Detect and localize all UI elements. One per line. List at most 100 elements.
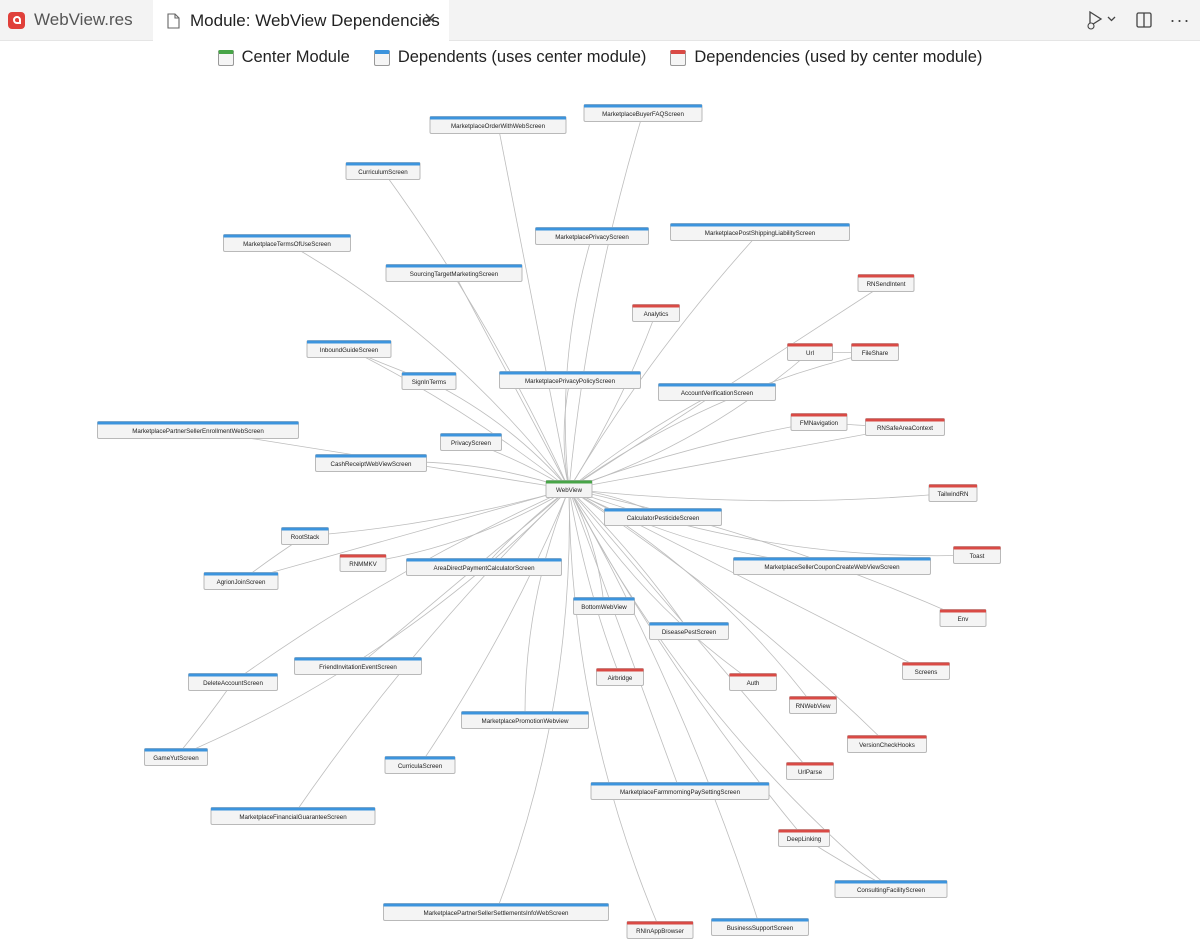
- graph-node-analytics[interactable]: Analytics: [632, 304, 680, 322]
- run-debug-button[interactable]: [1082, 8, 1120, 32]
- node-label: FMNavigation: [800, 420, 839, 427]
- node-label: DeepLinking: [787, 836, 822, 843]
- graph-node-rnweb-view[interactable]: RNWebView: [789, 696, 837, 714]
- graph-node-url[interactable]: Url: [787, 343, 833, 361]
- dependency-edge: [568, 231, 761, 490]
- graph-node-rnsend-intent[interactable]: RNSendIntent: [857, 274, 915, 292]
- graph-node-deep-linking[interactable]: DeepLinking: [778, 829, 830, 847]
- node-type-bar: [499, 371, 641, 375]
- graph-node-disease-pest-screen[interactable]: DiseasePestScreen: [649, 622, 729, 640]
- node-type-bar: [733, 557, 931, 561]
- dependency-edge: [568, 488, 964, 619]
- graph-node-version-check-hooks[interactable]: VersionCheckHooks: [847, 735, 927, 753]
- node-type-bar: [851, 343, 899, 347]
- graph-node-screens[interactable]: Screens: [902, 662, 950, 680]
- graph-node-curriculum-screen[interactable]: CurriculumScreen: [345, 162, 421, 180]
- graph-node-fmnavigation[interactable]: FMNavigation: [790, 413, 848, 431]
- graph-node-toast[interactable]: Toast: [953, 546, 1001, 564]
- split-editor-button[interactable]: [1132, 8, 1156, 32]
- graph-node-marketplace-farmmorning-pay-setting-screen[interactable]: MarketplaceFarmmorningPaySettingScreen: [590, 782, 770, 800]
- graph-node-bottom-web-view[interactable]: BottomWebView: [573, 597, 635, 615]
- dependency-edge: [175, 681, 234, 758]
- graph-node-sourcing-target-marketing-screen[interactable]: SourcingTargetMarketingScreen: [385, 264, 523, 282]
- graph-node-calculator-pesticide-screen[interactable]: CalculatorPesticideScreen: [604, 508, 722, 526]
- graph-node-marketplace-promotion-webview[interactable]: MarketplacePromotionWebview: [461, 711, 589, 729]
- graph-node-marketplace-buyer-faqscreen[interactable]: MarketplaceBuyerFAQScreen: [583, 104, 703, 122]
- graph-node-rnin-app-browser[interactable]: RNInAppBrowser: [626, 921, 694, 939]
- graph-node-marketplace-post-shipping-liability-screen[interactable]: MarketplacePostShippingLiabilityScreen: [670, 223, 850, 241]
- graph-node-friend-invitation-event-screen[interactable]: FriendInvitationEventScreen: [294, 657, 422, 675]
- graph-node-marketplace-privacy-screen[interactable]: MarketplacePrivacyScreen: [535, 227, 649, 245]
- legend-label: Dependencies (used by center module): [694, 48, 983, 66]
- graph-node-rnsafe-area-context[interactable]: RNSafeAreaContext: [865, 418, 945, 436]
- graph-node-marketplace-seller-coupon-create-web-view-screen[interactable]: MarketplaceSellerCouponCreateWebViewScre…: [733, 557, 931, 575]
- node-type-bar: [591, 782, 769, 786]
- node-type-bar: [535, 227, 649, 231]
- graph-node-marketplace-partner-seller-enrollment-web-screen[interactable]: MarketplacePartnerSellerEnrollmentWebScr…: [97, 421, 299, 439]
- graph-node-inbound-guide-screen[interactable]: InboundGuideScreen: [306, 340, 392, 358]
- dependency-edge: [568, 391, 718, 490]
- run-debug-icon: [1087, 10, 1116, 30]
- graph-node-tailwind-rn[interactable]: TailwindRN: [928, 484, 978, 502]
- node-label: WebView: [556, 487, 582, 494]
- dependency-edge: [568, 421, 820, 490]
- node-label: InboundGuideScreen: [320, 347, 379, 354]
- graph-node-auth[interactable]: Auth: [729, 673, 777, 691]
- graph-node-privacy-screen[interactable]: PrivacyScreen: [440, 433, 502, 451]
- node-type-bar: [340, 554, 386, 558]
- graph-node-file-share[interactable]: FileShare: [851, 343, 899, 361]
- node-label: RootStack: [291, 534, 320, 541]
- node-label: MarketplacePartnerSellerSettlementsInfoW…: [423, 910, 569, 917]
- node-label: DeleteAccountScreen: [203, 680, 263, 687]
- node-type-bar: [204, 572, 278, 576]
- graph-node-account-verification-screen[interactable]: AccountVerificationScreen: [658, 383, 776, 401]
- node-type-bar: [430, 116, 566, 120]
- more-actions-button[interactable]: ···: [1168, 8, 1192, 32]
- graph-node-curricula-screen[interactable]: CurriculaScreen: [384, 756, 456, 774]
- node-label: CurriculaScreen: [398, 763, 443, 770]
- graph-node-marketplace-order-with-web-screen[interactable]: MarketplaceOrderWithWebScreen: [429, 116, 567, 134]
- dependency-swatch: [670, 49, 687, 66]
- graph-node-env[interactable]: Env: [939, 609, 987, 627]
- tab-module-dependencies[interactable]: Module: WebView Dependencies ×: [153, 0, 449, 41]
- close-icon[interactable]: ×: [424, 8, 436, 30]
- graph-node-marketplace-terms-of-use-screen[interactable]: MarketplaceTermsOfUseScreen: [223, 234, 351, 252]
- graph-node-delete-account-screen[interactable]: DeleteAccountScreen: [188, 673, 278, 691]
- graph-node-url-parse[interactable]: UrlParse: [786, 762, 834, 780]
- node-type-bar: [787, 343, 833, 347]
- dependency-edge: [564, 235, 593, 490]
- node-type-bar: [97, 421, 299, 425]
- graph-node-game-yut-screen[interactable]: GameYutScreen: [144, 748, 208, 766]
- node-type-bar: [346, 162, 420, 166]
- node-type-bar: [929, 484, 977, 488]
- dependency-edge: [292, 488, 570, 817]
- dependency-edge: [357, 488, 570, 667]
- graph-node-business-support-screen[interactable]: BusinessSupportScreen: [711, 918, 809, 936]
- node-label: Screens: [915, 669, 938, 676]
- graph-node-marketplace-partner-seller-settlements-info-web-screen[interactable]: MarketplacePartnerSellerSettlementsInfoW…: [383, 903, 609, 921]
- tab-webview-res[interactable]: WebView.res: [0, 0, 153, 40]
- node-label: AreaDirectPaymentCalculatorScreen: [433, 565, 535, 572]
- graph-node-airbridge[interactable]: Airbridge: [596, 668, 644, 686]
- node-type-bar: [953, 546, 1001, 550]
- graph-node-sign-in-terms[interactable]: SignInTerms: [401, 372, 457, 390]
- node-label: Env: [958, 616, 970, 623]
- dependency-edge: [563, 379, 571, 490]
- graph-node-cash-receipt-web-view-screen[interactable]: CashReceiptWebViewScreen: [315, 454, 427, 472]
- graph-node-marketplace-financial-guarantee-screen[interactable]: MarketplaceFinancialGuaranteeScreen: [210, 807, 376, 825]
- node-label: ConsultingFacilityScreen: [857, 887, 926, 894]
- node-type-bar: [223, 234, 351, 238]
- graph-node-root-stack[interactable]: RootStack: [281, 527, 329, 545]
- dependency-graph[interactable]: WebView MarketplaceBuyerFAQScreenMarketpl…: [0, 80, 1200, 943]
- node-type-bar: [383, 903, 609, 907]
- graph-node-rnmmkv[interactable]: RNMMKV: [339, 554, 387, 572]
- graph-node-agrion-join-screen[interactable]: AgrionJoinScreen: [203, 572, 279, 590]
- node-label: BusinessSupportScreen: [727, 925, 794, 932]
- graph-node-marketplace-privacy-policy-screen[interactable]: MarketplacePrivacyPolicyScreen: [499, 371, 641, 389]
- graph-node-area-direct-payment-calculator-screen[interactable]: AreaDirectPaymentCalculatorScreen: [406, 558, 562, 576]
- dependency-edge: [568, 488, 888, 745]
- graph-node-web-view[interactable]: WebView: [545, 480, 593, 498]
- graph-node-consulting-facility-screen[interactable]: ConsultingFacilityScreen: [834, 880, 948, 898]
- editor-actions: ···: [1082, 8, 1192, 32]
- dependency-edge: [568, 488, 681, 792]
